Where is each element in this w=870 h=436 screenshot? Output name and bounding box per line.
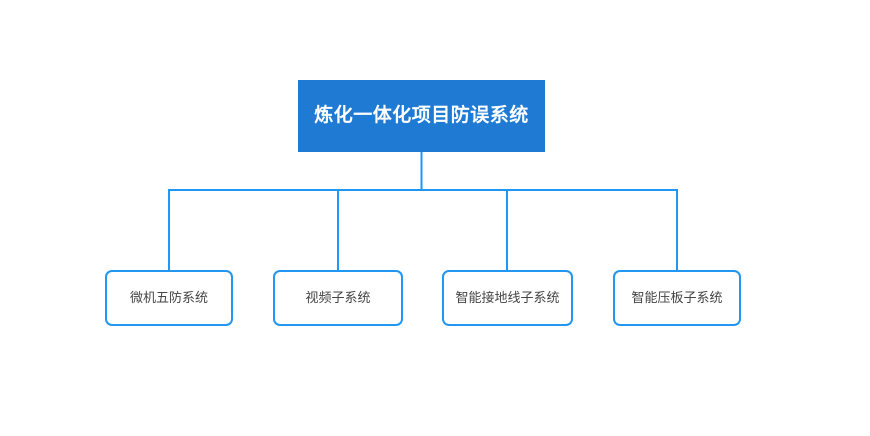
- child-node-label: 智能接地线子系统: [455, 290, 560, 306]
- child-node-label: 微机五防系统: [129, 290, 208, 306]
- child-node-zhineng-yaban[interactable]: 智能压板子系统: [613, 270, 741, 326]
- root-node[interactable]: 炼化一体化项目防误系统: [298, 80, 545, 152]
- root-node-label: 炼化一体化项目防误系统: [314, 104, 529, 126]
- child-node-shipin[interactable]: 视频子系统: [273, 270, 403, 326]
- child-node-label: 智能压板子系统: [631, 290, 723, 306]
- child-node-weiji-wufang[interactable]: 微机五防系统: [105, 270, 233, 326]
- child-node-zhineng-jiedixian[interactable]: 智能接地线子系统: [442, 270, 573, 326]
- child-node-label: 视频子系统: [305, 290, 371, 306]
